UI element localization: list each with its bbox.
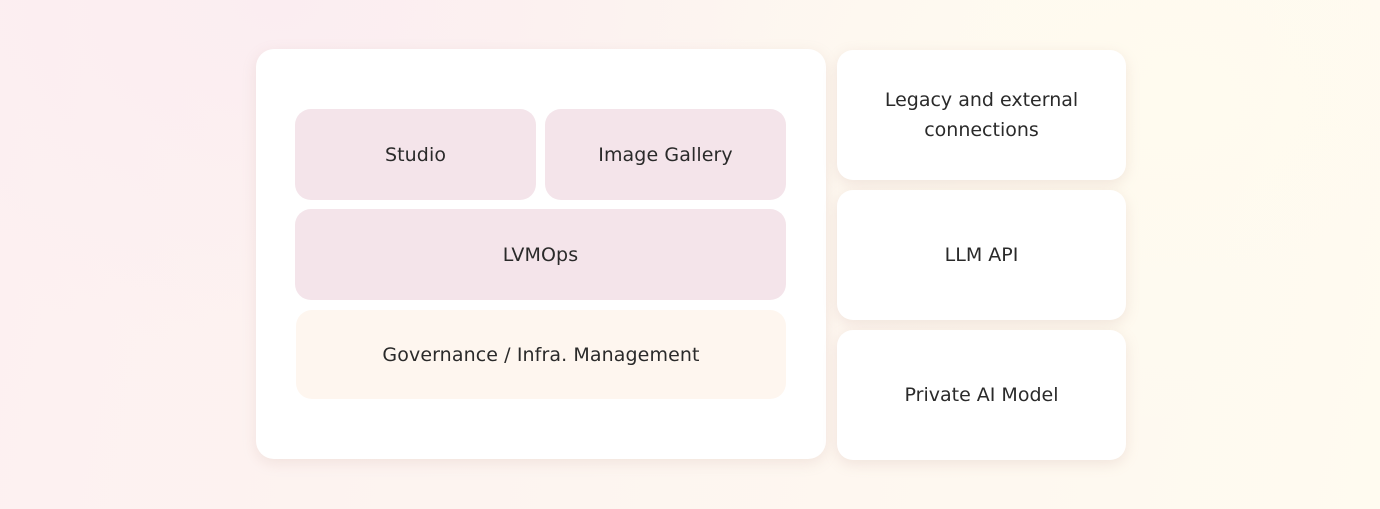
image-gallery-label: Image Gallery <box>598 143 733 166</box>
llm-api-label: LLM API <box>944 244 1019 266</box>
legacy-connections-card: Legacy and external connections <box>837 50 1126 180</box>
studio-block: Studio <box>295 109 536 200</box>
private-ai-model-label: Private AI Model <box>904 384 1059 406</box>
lvmops-block: LVMOps <box>295 209 786 300</box>
image-gallery-block: Image Gallery <box>545 109 786 200</box>
lvmops-label: LVMOps <box>502 243 579 266</box>
platform-panel: Studio Image Gallery LVMOps Governance /… <box>256 49 826 459</box>
legacy-connections-label: Legacy and external connections <box>884 89 1079 141</box>
governance-label: Governance / Infra. Management <box>382 343 700 366</box>
governance-block: Governance / Infra. Management <box>296 310 786 399</box>
llm-api-card: LLM API <box>837 190 1126 320</box>
private-ai-model-card: Private AI Model <box>837 330 1126 460</box>
studio-label: Studio <box>384 143 447 166</box>
